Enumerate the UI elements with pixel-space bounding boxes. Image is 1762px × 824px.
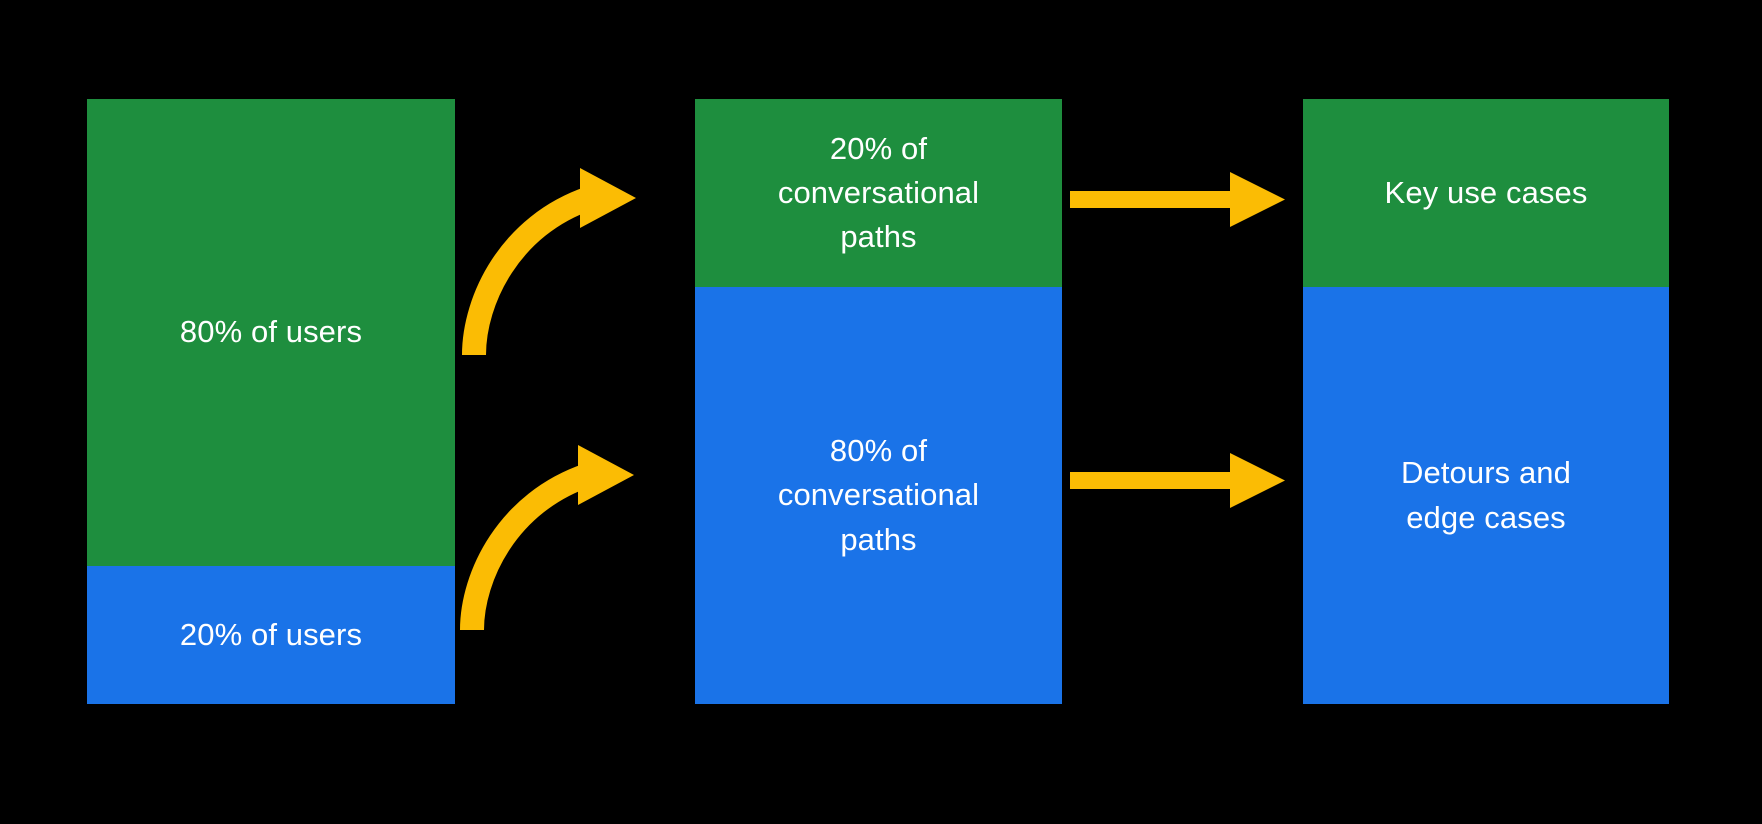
segment-users-blue: 20% of users [87, 566, 455, 704]
column-outcomes: Key use cases Detours and edge cases [1303, 99, 1669, 704]
straight-arrow-right-icon [1070, 172, 1285, 227]
straight-arrow-right-icon-2 [1070, 453, 1285, 508]
column-conversational-paths: 20% of conversational paths 80% of conve… [695, 99, 1062, 704]
curved-arrow-up-icon [462, 168, 636, 356]
segment-outcomes-green-label: Key use cases [1384, 174, 1588, 210]
segment-paths-blue: 80% of conversational paths [695, 287, 1062, 704]
segment-users-green-label: 80% of users [179, 314, 363, 350]
curved-arrow-up-icon-2 [460, 445, 634, 631]
segment-paths-blue-label: 80% of conversational paths [777, 433, 980, 557]
segment-users-blue-label: 20% of users [179, 616, 363, 652]
segment-outcomes-green: Key use cases [1303, 99, 1669, 287]
segment-outcomes-blue-label: Detours and edge cases [1401, 455, 1571, 535]
segment-paths-green-label: 20% of conversational paths [777, 130, 980, 254]
segment-outcomes-blue: Detours and edge cases [1303, 287, 1669, 704]
segment-paths-green: 20% of conversational paths [695, 99, 1062, 287]
column-users: 80% of users 20% of users [87, 99, 455, 704]
segment-users-green: 80% of users [87, 99, 455, 566]
